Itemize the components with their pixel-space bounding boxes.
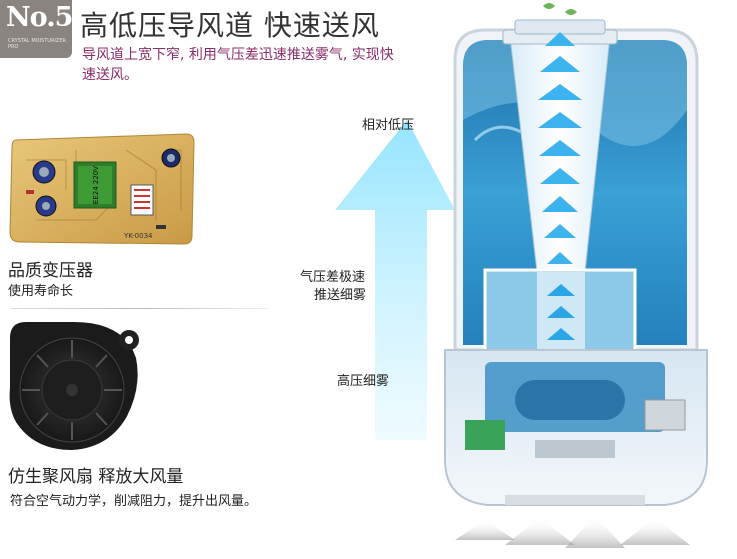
circuit-board-image: EE24 220V YK-0034 (9, 133, 195, 245)
label-pressure-diff-line1: 气压差极速 (300, 270, 366, 285)
badge-number: No.5 (6, 2, 73, 33)
fan-sub: 符合空气动力学，削减阻力，提升出风量。 (10, 494, 258, 509)
blower-fan-image (9, 322, 139, 450)
humidifier-cross-section (444, 3, 708, 548)
page-title: 高低压导风道 快速送风 (80, 9, 380, 42)
board-model-label: YK-0034 (123, 232, 153, 240)
transformer-sub: 使用寿命长 (8, 284, 74, 299)
airflow-up-arrow (335, 120, 455, 440)
transformer-title: 品质变压器 (8, 261, 93, 281)
number-badge: No.5 CRYSTAL MOISTURIZER PRO (0, 0, 73, 58)
label-low-pressure: 相对低压 (362, 118, 415, 133)
label-pressure-diff-line2: 推送细雾 (314, 288, 367, 303)
page-subtitle: 导风道上宽下窄, 利用气压差迅速推送雾气, 实现快速送风。 (82, 47, 394, 83)
section-divider (10, 308, 268, 309)
label-high-pressure: 高压细雾 (337, 374, 390, 389)
transformer-chip-label: EE24 220V (92, 166, 100, 204)
fan-title: 仿生聚风扇 释放大风量 (8, 467, 184, 487)
badge-caption: CRYSTAL MOISTURIZER PRO (8, 38, 66, 50)
